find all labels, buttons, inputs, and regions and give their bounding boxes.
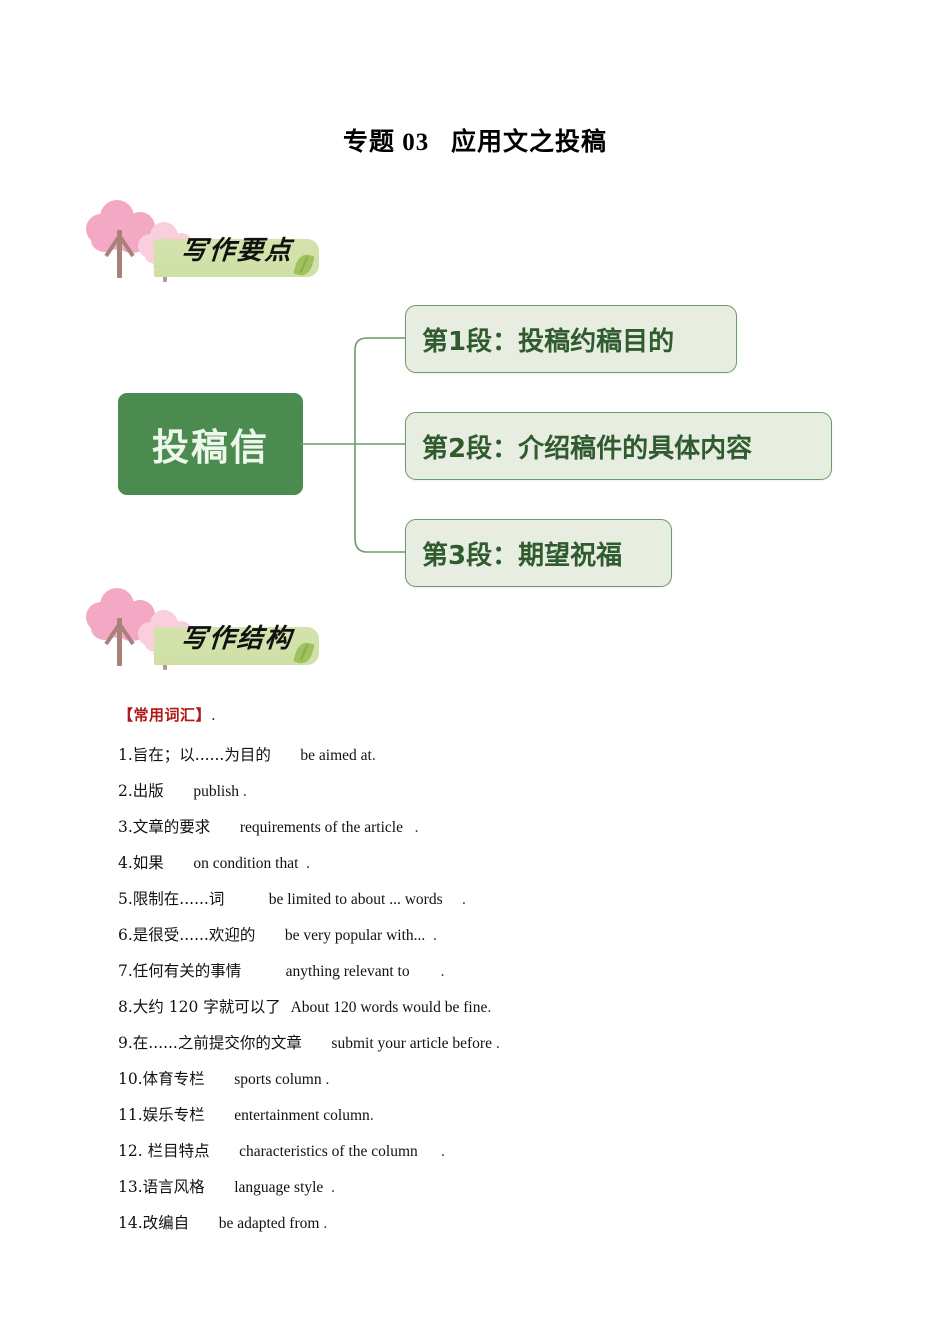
mindmap-root-label: 投稿信 (152, 426, 269, 469)
vocabulary-item-mark: . (402, 819, 419, 836)
vocabulary-item-chinese: 1.旨在；以......为目的 (118, 746, 301, 764)
vocabulary-heading: 【常用词汇】. (118, 704, 878, 725)
mindmap-root-node: 投稿信 (118, 393, 303, 495)
vocabulary-item: 3.文章的要求 requirements of the article . (118, 809, 878, 845)
vocabulary-item-chinese: 14.改编自 (118, 1214, 219, 1232)
vocabulary-item-mark: . (369, 1107, 374, 1124)
badge-label: 写作结构 (179, 624, 295, 654)
vocabulary-heading-text: 【常用词汇】 (118, 706, 212, 724)
vocabulary-item-mark: . (239, 783, 247, 800)
vocabulary-item: 1.旨在；以......为目的 be aimed at. (118, 737, 878, 773)
page-title: 专题 03 应用文之投稿 (342, 129, 607, 156)
mindmap-node-paragraph-2: 第2段：介绍稿件的具体内容 (405, 412, 832, 480)
vocabulary-item-english: language style (234, 1179, 324, 1196)
vocabulary-item-mark: . (371, 747, 376, 764)
mindmap-node-label: 第3段：期望祝福 (422, 540, 623, 571)
vocabulary-item-english: characteristics of the column (239, 1143, 418, 1160)
vocabulary-item: 12. 栏目特点 characteristics of the column . (118, 1133, 878, 1169)
vocabulary-item-english: submit your article before (331, 1035, 492, 1052)
vocabulary-item-mark: . (417, 1143, 445, 1160)
vocabulary-item-mark: . (491, 1035, 500, 1052)
badge-banner (154, 239, 319, 277)
vocabulary-item-english: be limited to about ... words (268, 891, 443, 908)
vocabulary-item-mark: . (298, 855, 311, 872)
vocabulary-item-english: sports column (234, 1071, 322, 1088)
vocabulary-item: 13.语言风格 language style . (118, 1169, 878, 1205)
vocabulary-item-chinese: 11.娱乐专栏 (118, 1106, 235, 1124)
vocabulary-item-chinese: 5.限制在......词 (118, 890, 269, 908)
badge-label: 写作要点 (179, 236, 295, 266)
vocabulary-item: 7.任何有关的事情 anything relevant to . (118, 953, 878, 989)
vocabulary-item-mark: . (319, 1215, 328, 1232)
vocabulary-item-english: entertainment column (234, 1107, 370, 1124)
vocabulary-item-chinese: 10.体育专栏 (118, 1070, 235, 1088)
vocabulary-item-mark: . (321, 1071, 330, 1088)
section-badge-writing-points: 写作要点 (82, 200, 412, 295)
vocabulary-item-english: About 120 words would be fine (290, 999, 488, 1016)
vocabulary-item-chinese: 3.文章的要求 (118, 818, 240, 836)
vocabulary-item-english: be aimed at (300, 747, 372, 764)
badge-banner (154, 627, 319, 665)
vocabulary-list: 1.旨在；以......为目的 be aimed at.2.出版 publish… (118, 737, 878, 1241)
vocabulary-item-chinese: 9.在......之前提交你的文章 (118, 1034, 332, 1052)
vocabulary-item-english: be adapted from (218, 1215, 320, 1232)
vocabulary-item: 8.大约 120 字就可以了 About 120 words would be … (118, 989, 878, 1025)
vocabulary-item: 4.如果 on condition that . (118, 845, 878, 881)
vocabulary-item-english: be very popular with... (284, 927, 426, 944)
vocabulary-item: 14.改编自 be adapted from . (118, 1205, 878, 1241)
vocabulary-item-mark: . (409, 963, 445, 980)
vocabulary-item-english: publish (193, 783, 240, 800)
vocabulary-item-chinese: 13.语言风格 (118, 1178, 235, 1196)
vocabulary-item-english: anything relevant to (285, 963, 410, 980)
vocabulary-item: 11.娱乐专栏 entertainment column. (118, 1097, 878, 1133)
vocabulary-item-chinese: 4.如果 (118, 854, 194, 872)
mindmap-connector-lines (300, 337, 405, 553)
vocabulary-item-english: on condition that (193, 855, 299, 872)
vocabulary-item: 6.是很受......欢迎的 be very popular with... . (118, 917, 878, 953)
vocabulary-item-mark: . (487, 999, 492, 1016)
mindmap-node-label: 第1段：投稿约稿目的 (422, 326, 675, 357)
vocabulary-item-mark: . (323, 1179, 335, 1196)
cherry-tree-large-icon (86, 200, 156, 278)
vocabulary-heading-mark: . (211, 706, 217, 724)
vocabulary-item-mark: . (425, 927, 437, 944)
vocabulary-section: 【常用词汇】. 1.旨在；以......为目的 be aimed at.2.出版… (118, 704, 878, 1241)
vocabulary-item: 5.限制在......词 be limited to about ... wor… (118, 881, 878, 917)
mindmap-diagram: 投稿信 第1段：投稿约稿目的 第2段：介绍稿件的具体内容 第3段：期望祝福 (110, 295, 850, 595)
vocabulary-item-chinese: 2.出版 (118, 782, 194, 800)
vocabulary-item-chinese: 12. 栏目特点 (118, 1142, 240, 1160)
vocabulary-item-mark: . (442, 891, 466, 908)
vocabulary-item-chinese: 6.是很受......欢迎的 (118, 926, 285, 944)
mindmap-node-label: 第2段：介绍稿件的具体内容 (422, 433, 753, 464)
vocabulary-item-chinese: 7.任何有关的事情 (118, 962, 286, 980)
vocabulary-item-chinese: 8.大约 120 字就可以了 (118, 998, 291, 1016)
vocabulary-item-english: requirements of the article (239, 819, 403, 836)
vocabulary-item: 10.体育专栏 sports column . (118, 1061, 878, 1097)
vocabulary-item: 9.在......之前提交你的文章 submit your article be… (118, 1025, 878, 1061)
vocabulary-item: 2.出版 publish . (118, 773, 878, 809)
mindmap-node-paragraph-1: 第1段：投稿约稿目的 (405, 305, 737, 373)
mindmap-node-paragraph-3: 第3段：期望祝福 (405, 519, 672, 587)
section-badge-writing-structure: 写作结构 (82, 588, 412, 683)
